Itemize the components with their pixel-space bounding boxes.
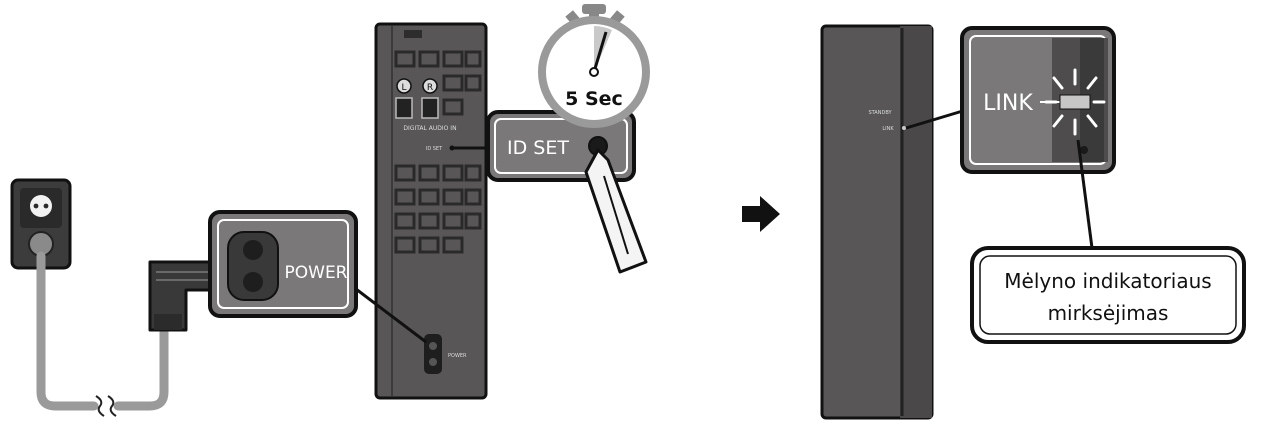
stopwatch-icon: 5 Sec <box>538 4 650 128</box>
vent-grid-top <box>394 50 482 116</box>
note-line-1: Mėlyno indikatoriaus <box>1004 269 1211 293</box>
arrow-right-icon <box>742 196 780 232</box>
cable-break-icon <box>95 395 117 417</box>
port-r-label: R <box>427 83 433 93</box>
digital-audio-label: DIGITAL AUDIO IN <box>403 125 456 132</box>
power-socket: POWER <box>424 334 467 374</box>
optical-ports: L R DIGITAL AUDIO IN <box>395 78 457 132</box>
note-callout: Mėlyno indikatoriaus mirksėjimas <box>970 139 1246 344</box>
standby-label: STANDBY <box>868 110 892 116</box>
power-callout: POWER <box>208 210 427 344</box>
power-small-label: POWER <box>448 353 467 359</box>
id-set-button[interactable] <box>449 145 455 151</box>
port-l-label: L <box>401 83 406 93</box>
vent-grid-bottom <box>394 164 482 254</box>
timer-label: 5 Sec <box>565 88 623 110</box>
link-indicator <box>1059 94 1091 110</box>
id-set-callout-label: ID SET <box>507 137 569 159</box>
power-cable <box>36 251 169 411</box>
note-line-2: mirksėjimas <box>1048 301 1169 325</box>
link-led <box>902 126 906 130</box>
blink-rays-icon <box>1044 68 1106 136</box>
id-set-small-label: ID SET <box>426 146 443 152</box>
link-callout: LINK <box>905 26 1116 174</box>
link-small-label: LINK <box>882 126 894 132</box>
link-callout-label: LINK <box>983 91 1033 116</box>
pin-tool-icon <box>584 148 648 274</box>
subwoofer-front-panel: STANDBY LINK <box>820 24 934 420</box>
power-callout-label: POWER <box>285 263 348 283</box>
subwoofer-rear-panel: L R DIGITAL AUDIO IN ID SET POWER <box>374 22 488 400</box>
